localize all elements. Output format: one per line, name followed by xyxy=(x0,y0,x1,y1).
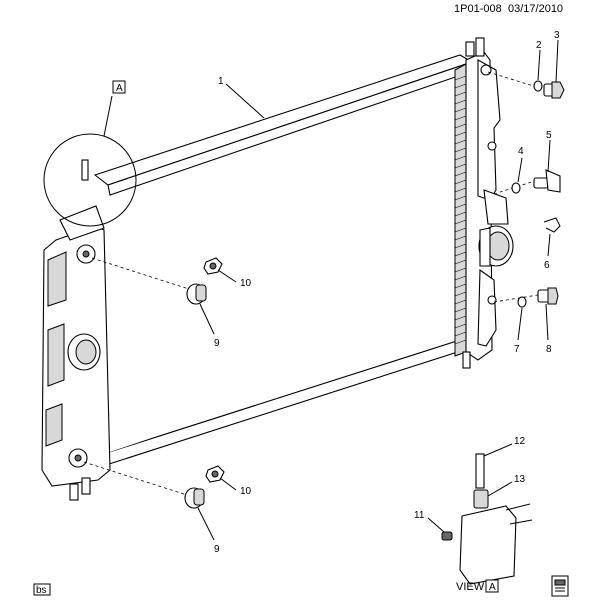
left-tank-rib-1 xyxy=(47,251,67,307)
callouts: 1 2 3 4 5 6 7 8 9 10 9 10 11 12 13 xyxy=(197,30,560,555)
callout-7: 7 xyxy=(514,344,520,355)
detail-pin xyxy=(81,159,89,181)
plug-3-head xyxy=(551,81,565,99)
detail-leader xyxy=(103,95,113,137)
radiator-core xyxy=(110,80,455,452)
upper-mount-hardware xyxy=(91,257,223,305)
callout-11: 11 xyxy=(414,510,425,521)
lower-mount-axis xyxy=(83,461,191,497)
callout-13: 13 xyxy=(514,474,526,485)
leader-10-upper xyxy=(217,269,237,283)
inset-hose-lines xyxy=(505,503,533,525)
left-upper-mount-hole xyxy=(82,250,90,258)
outlet-pipe-neck xyxy=(479,227,491,267)
left-bottom-post xyxy=(69,483,79,501)
view-a-inset: VIEW A xyxy=(441,453,533,593)
sensor-5-connector xyxy=(545,169,561,193)
right-tank-boss-lower xyxy=(477,268,497,347)
left-tank-rib-2 xyxy=(47,323,65,387)
right-tank-fitting-housing xyxy=(483,189,509,225)
seal-ring-7 xyxy=(517,296,527,308)
pin-12 xyxy=(475,453,485,489)
sensor-5-body xyxy=(533,177,549,189)
seal-ring-2 xyxy=(533,80,543,92)
callout-6: 6 xyxy=(544,260,550,271)
radiator-fin-strip xyxy=(454,63,467,357)
nut-11 xyxy=(441,531,453,541)
seal-ring-4 xyxy=(511,182,521,194)
footer: bs xyxy=(33,575,569,597)
callout-1: 1 xyxy=(218,76,224,87)
callout-9-upper: 9 xyxy=(214,338,220,349)
leader-4 xyxy=(517,157,523,183)
diagram-code: 1P01-008 xyxy=(454,3,502,15)
leader-3 xyxy=(555,39,559,83)
leader-11 xyxy=(427,517,445,533)
leader-7 xyxy=(517,307,523,341)
left-tank-rib-3 xyxy=(45,403,63,447)
callout-8: 8 xyxy=(546,344,552,355)
callout-9-lower: 9 xyxy=(214,544,220,555)
right-drain-port xyxy=(487,295,497,305)
radiator-assembly xyxy=(41,37,514,501)
left-bottom-post-2 xyxy=(81,477,91,495)
right-top-post xyxy=(465,41,475,57)
leader-9-upper xyxy=(199,303,215,335)
bushing-upper-hole xyxy=(209,262,217,270)
right-sensor-port xyxy=(487,141,497,151)
clip-6 xyxy=(543,217,561,233)
insulator-upper-body xyxy=(195,284,207,302)
document-icon xyxy=(551,575,569,597)
callout-5: 5 xyxy=(546,130,552,141)
leader-8 xyxy=(545,303,549,341)
detail-view-a-callout: A xyxy=(43,80,137,227)
right-upper-port xyxy=(480,64,492,76)
view-a-caption-box xyxy=(485,579,499,593)
left-lower-mount-hole xyxy=(74,454,82,462)
lower-mount-hardware xyxy=(83,461,225,509)
view-a-caption: VIEW xyxy=(456,581,485,593)
bushing-lower-hole xyxy=(211,470,219,478)
left-tank-top-cap xyxy=(59,205,105,241)
leader-13 xyxy=(487,481,513,497)
callout-10-lower: 10 xyxy=(240,486,252,497)
right-top-post-2 xyxy=(475,37,485,57)
callout-4: 4 xyxy=(518,146,524,157)
grommet-13 xyxy=(473,489,489,509)
leader-12 xyxy=(483,443,513,457)
callout-12: 12 xyxy=(514,436,526,447)
detail-circle xyxy=(43,133,137,227)
leader-9-lower xyxy=(197,507,215,541)
callout-2: 2 xyxy=(536,40,542,51)
right-bottom-post xyxy=(462,351,471,369)
plug-8-head xyxy=(547,287,559,305)
leader-1 xyxy=(225,83,265,119)
insulator-lower-body xyxy=(193,488,205,506)
callout-3: 3 xyxy=(554,30,560,41)
leader-6 xyxy=(547,233,551,257)
diagram-header: 1P01-008 03/17/2010 xyxy=(454,3,563,15)
leader-5 xyxy=(547,139,551,173)
leader-2 xyxy=(537,49,541,81)
inlet-pipe-bore xyxy=(75,339,97,365)
footer-tag-box xyxy=(33,583,51,596)
right-tank-boss-upper xyxy=(477,59,501,201)
diagram-date: 03/17/2010 xyxy=(508,3,563,15)
footer-tag: bs xyxy=(36,585,47,596)
view-a-caption-letter: A xyxy=(489,582,496,593)
inset-bracket xyxy=(459,505,517,585)
leader-10-lower xyxy=(219,477,237,491)
view-a-marker-letter: A xyxy=(116,83,123,94)
right-side-fittings xyxy=(487,71,565,308)
callout-10-upper: 10 xyxy=(240,278,252,289)
view-a-marker-box xyxy=(112,80,126,94)
